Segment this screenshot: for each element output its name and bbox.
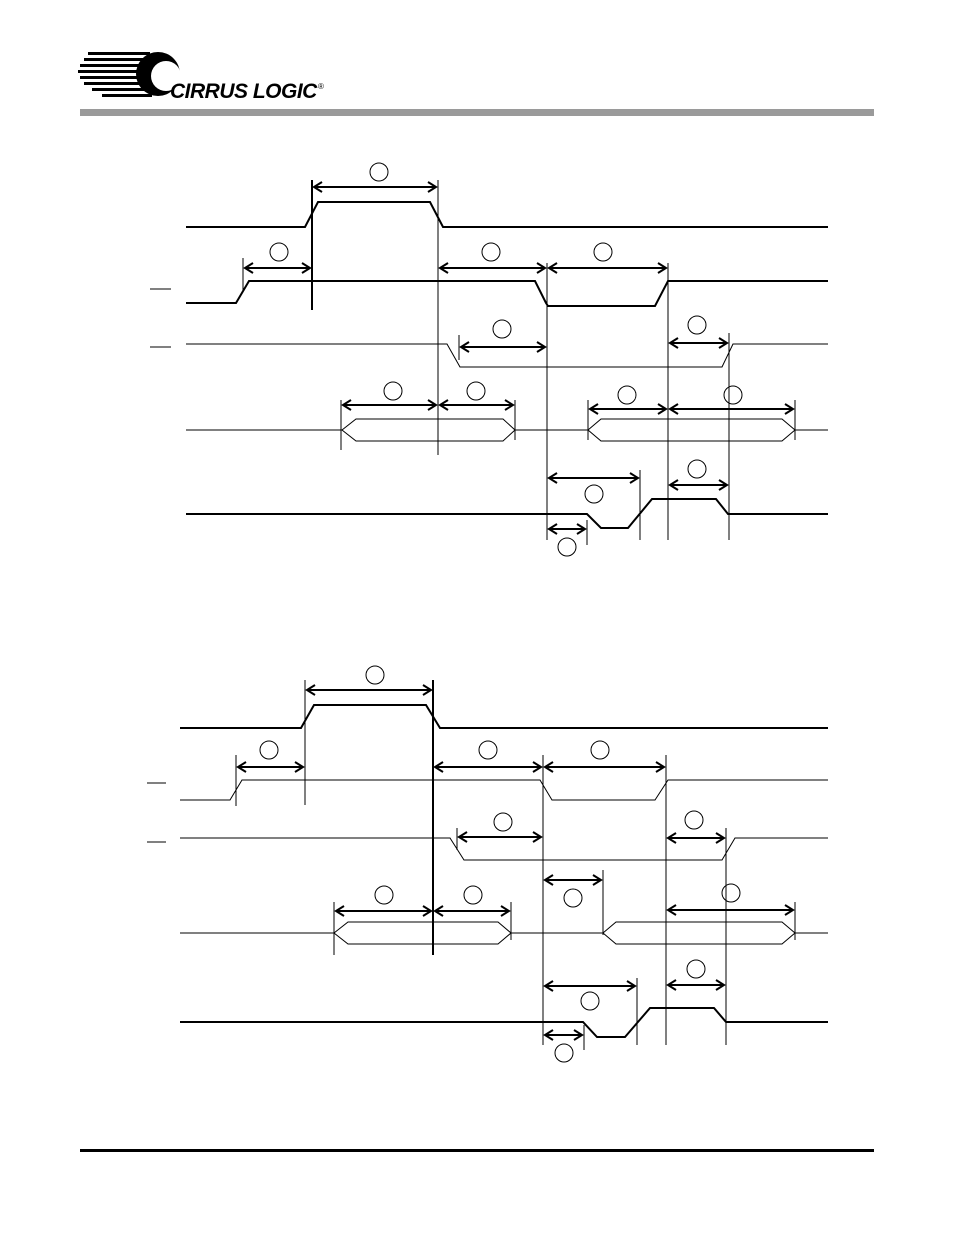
signal-waveform-1: [180, 705, 828, 728]
timing-marker: [558, 538, 576, 556]
timing-marker: [724, 386, 742, 404]
signal-waveform-5: [180, 1008, 828, 1037]
timing-marker: [467, 382, 485, 400]
timing-marker: [685, 811, 703, 829]
timing-markers: [260, 666, 740, 1062]
data-valid-window: [588, 419, 795, 441]
timing-marker: [464, 886, 482, 904]
timing-marker: [493, 320, 511, 338]
timing-marker: [384, 382, 402, 400]
timing-marker: [555, 1044, 573, 1062]
timing-diagram-1: [0, 150, 954, 580]
timing-arrows: [245, 182, 793, 534]
timing-marker: [260, 741, 278, 759]
timing-marker: [688, 460, 706, 478]
timing-marker: [591, 741, 609, 759]
logo-text: CIRRUS LOGIC: [170, 80, 317, 104]
timing-marker: [687, 960, 705, 978]
timing-marker: [375, 886, 393, 904]
timing-markers: [270, 163, 742, 556]
timing-marker: [494, 813, 512, 831]
header-bar: [80, 109, 874, 116]
timing-marker: [581, 992, 599, 1010]
logo-swoosh-icon: [78, 52, 181, 97]
data-valid-window: [603, 922, 795, 944]
signal-waveform-2: [180, 780, 828, 800]
timing-marker: [370, 163, 388, 181]
timing-diagram-2: [0, 650, 954, 1080]
signal-waveform-5: [186, 499, 828, 528]
timing-marker: [688, 316, 706, 334]
timing-marker: [564, 889, 582, 907]
timing-marker: [618, 386, 636, 404]
timing-marker: [270, 243, 288, 261]
timing-marker: [722, 884, 740, 902]
timing-marker: [482, 243, 500, 261]
signal-waveform-3: [180, 838, 828, 860]
timing-marker: [366, 666, 384, 684]
page-header: CIRRUS LOGIC ®: [0, 0, 954, 120]
timing-arrows: [238, 685, 793, 1040]
data-valid-window: [334, 922, 511, 944]
footer-rule: [80, 1149, 874, 1152]
signal-waveform-2: [186, 281, 828, 306]
signal-waveform-1: [186, 202, 828, 227]
timing-marker: [585, 485, 603, 503]
timing-marker: [479, 741, 497, 759]
data-valid-window: [342, 419, 515, 441]
logo-registered-mark: ®: [318, 82, 324, 91]
timing-marker: [594, 243, 612, 261]
